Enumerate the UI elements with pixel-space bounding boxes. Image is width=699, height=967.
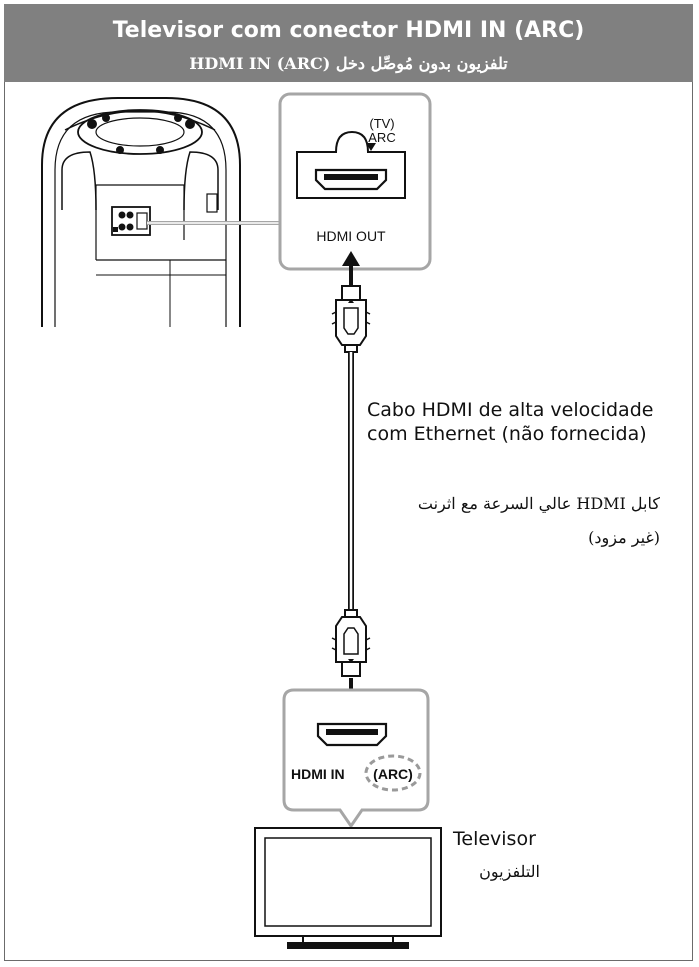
cable-label-pt: Cabo HDMI de alta velocidade com Etherne…: [367, 399, 654, 445]
speaker-rear-panel: [111, 193, 218, 236]
tv-label: (TV): [369, 116, 394, 131]
tv-label-ar: التلفزيون: [479, 862, 540, 881]
hdmi-out-label: HDMI OUT: [316, 228, 386, 244]
speaker-unit: [41, 97, 241, 327]
arc-highlight: [364, 754, 422, 792]
arc-label: ARC: [368, 130, 395, 145]
header-bar: Televisor com conector HDMI IN (ARC) تلف…: [4, 4, 693, 82]
hdmi-plug-top: [331, 285, 371, 353]
hdmi-port-icon: [314, 168, 388, 191]
hdmi-plug-bottom: [331, 609, 371, 677]
hdmi-port-icon: [316, 722, 388, 747]
triangle-down-icon: [366, 143, 376, 151]
page-title: Televisor com conector HDMI IN (ARC): [112, 18, 585, 43]
television-icon: [254, 827, 442, 949]
arc-in-label: (ARC): [373, 766, 413, 782]
tv-label-pt: Televisor: [453, 828, 536, 850]
arrow-up-icon: [342, 251, 360, 285]
hdmi-in-callout: HDMI IN (ARC): [282, 688, 430, 829]
hdmi-out-callout: (TV) ARC HDMI OUT: [278, 92, 432, 271]
page-subtitle: تلفزيون بدون مُوصِّل دخل (HDMI IN (ARC: [189, 54, 508, 73]
cable-label-ar: كابل HDMI عالي السرعة مع اثرنت (غير مزود…: [417, 494, 660, 547]
hdmi-in-label: HDMI IN: [291, 766, 345, 782]
